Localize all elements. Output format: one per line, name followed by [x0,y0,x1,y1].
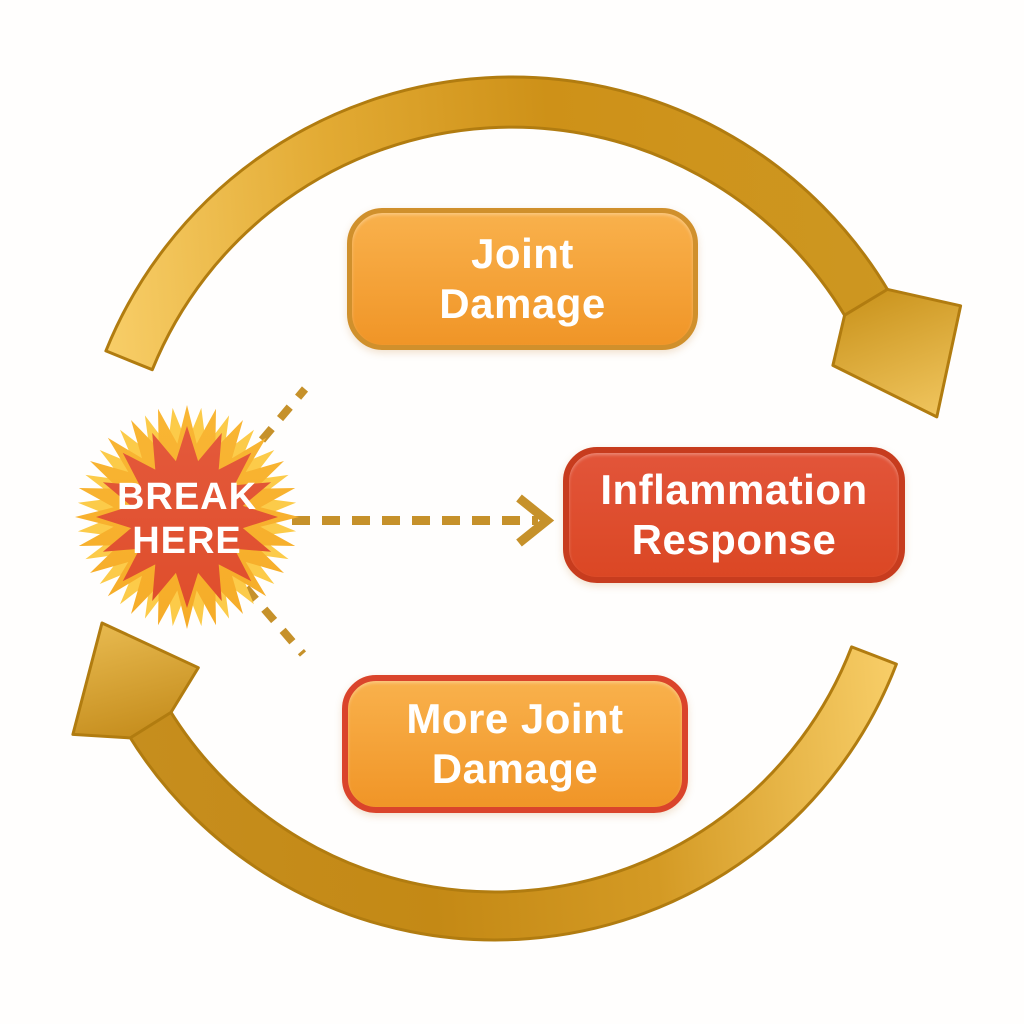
node-inflammation-response-line2: Response [631,516,837,563]
top-cycle-arrowhead-icon [831,287,963,419]
break-here-label: BREAK HERE [77,473,297,565]
node-joint-damage-line1: Joint [471,230,574,277]
node-more-joint-damage-line2: Damage [431,745,599,792]
dashed-crack-line-down [242,585,307,657]
break-here-line2: HERE [132,520,242,562]
node-joint-damage-line2: Damage [439,280,606,327]
bottom-cycle-arrowhead-icon [71,621,200,740]
break-here-line1: BREAK [116,476,258,518]
node-joint-damage: Joint Damage [347,208,698,350]
dashed-arrowhead-icon [516,494,555,547]
node-inflammation-response-line1: Inflammation [600,466,868,513]
burst-star-red [96,426,278,608]
node-more-joint-damage: More Joint Damage [342,675,688,813]
node-more-joint-damage-line1: More Joint [406,695,624,742]
node-inflammation-response: Inflammation Response [563,447,905,583]
dashed-crack-line-up [258,386,309,443]
